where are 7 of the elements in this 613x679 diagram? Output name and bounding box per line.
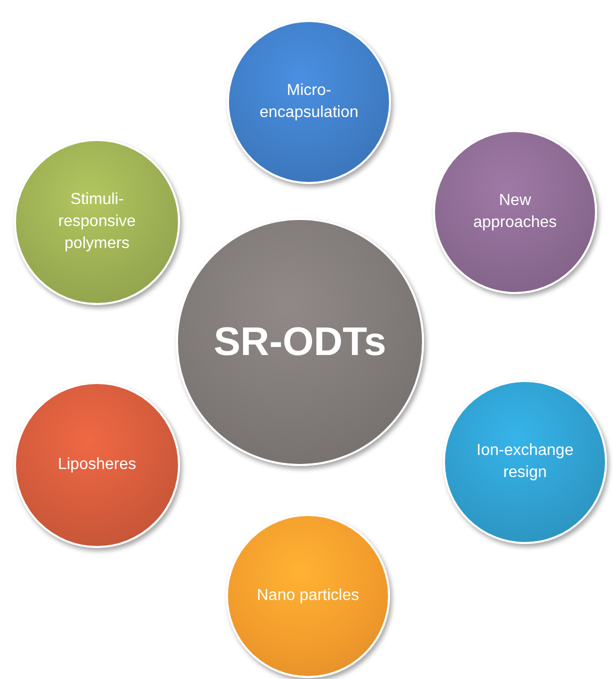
node-label: Liposheres [56,455,138,475]
node-label: SR-ODTs [212,319,388,365]
node-label: Nano particles [256,586,360,606]
node-label: Stimuli-responsive polymers [57,190,137,254]
node-label: Micro-encapsulation [258,81,360,123]
node-label: New approaches [472,191,558,233]
node-label: Ion-exchange resign [476,441,574,483]
